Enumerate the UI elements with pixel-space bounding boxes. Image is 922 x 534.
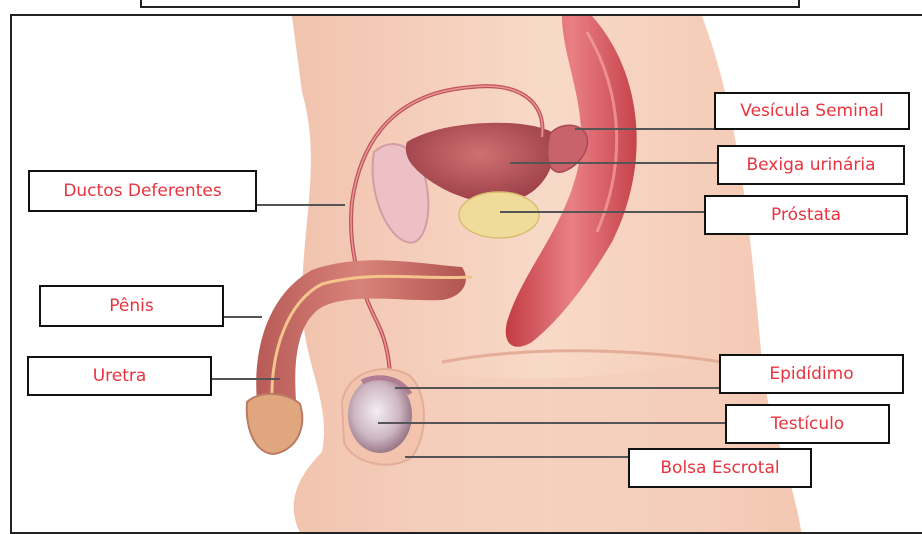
leader-penis xyxy=(222,316,262,318)
label-bolsa-escrotal: Bolsa Escrotal xyxy=(628,448,812,488)
label-bexiga-urinaria: Bexiga urinária xyxy=(717,145,905,185)
label-prostata: Próstata xyxy=(704,195,908,235)
title-box xyxy=(140,0,800,8)
leader-prostata xyxy=(500,211,705,213)
label-penis: Pênis xyxy=(39,285,224,327)
leader-testiculo xyxy=(378,422,726,424)
label-testiculo: Testículo xyxy=(725,404,890,444)
label-vesicula-seminal: Vesícula Seminal xyxy=(714,92,910,130)
leader-bolsa-escrotal xyxy=(405,456,630,458)
leader-bexiga-urinaria xyxy=(510,162,718,164)
leader-epididimo xyxy=(395,387,720,389)
leader-ductos-deferentes xyxy=(255,204,345,206)
label-uretra: Uretra xyxy=(27,356,212,396)
label-epididimo: Epidídimo xyxy=(719,354,904,394)
label-ductos-deferentes: Ductos Deferentes xyxy=(28,170,257,212)
glans xyxy=(247,394,302,454)
leader-uretra xyxy=(210,378,280,380)
leader-vesicula-seminal xyxy=(575,128,715,130)
prostate xyxy=(459,192,539,238)
